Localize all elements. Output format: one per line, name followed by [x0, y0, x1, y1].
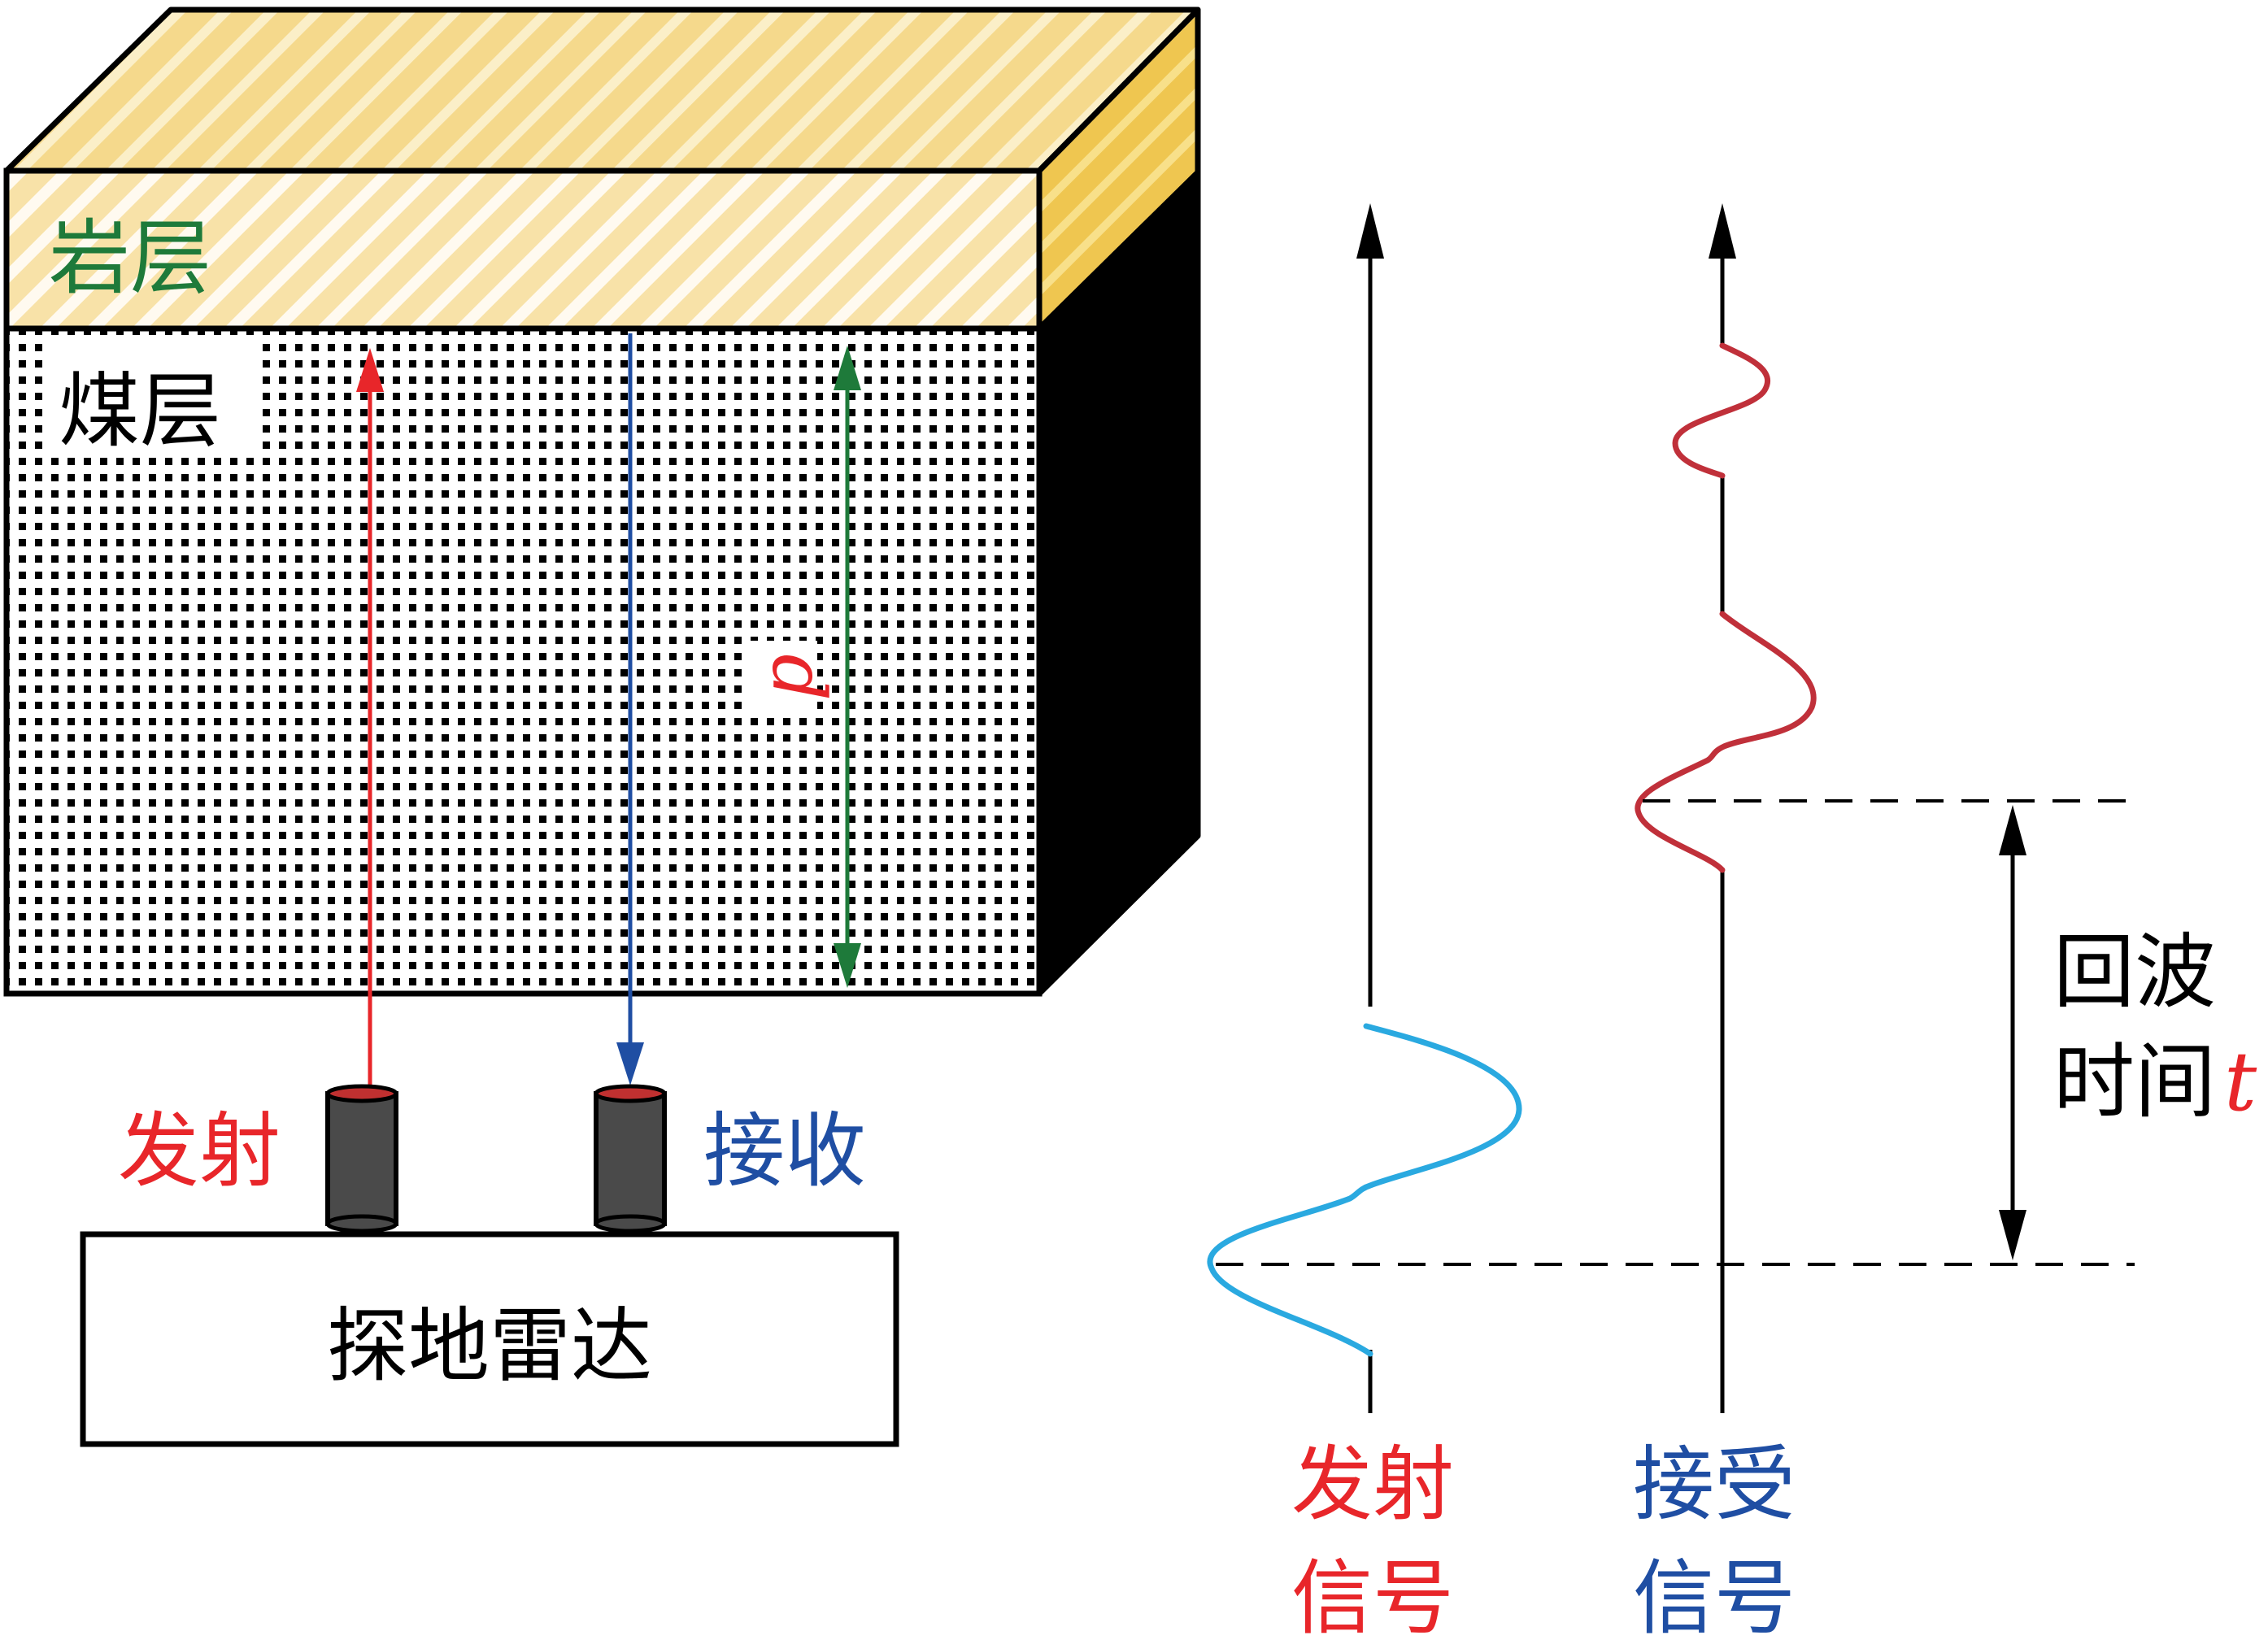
- transmit-signal-trace: [1207, 203, 1522, 1413]
- transmit-signal-label-line1: 发射: [1291, 1437, 1454, 1532]
- distance-label: d: [756, 654, 842, 701]
- transmit-signal-label-line2: 信号: [1291, 1551, 1454, 1640]
- gpr-label: 探地雷达: [327, 1299, 652, 1394]
- transmit-antenna: [325, 1084, 398, 1233]
- coal-label-bg: [42, 340, 255, 454]
- layer-block: 岩层 煤层: [3, 7, 1201, 997]
- time-symbol: t: [2224, 1034, 2257, 1129]
- receive-signal-label-line2: 信号: [1633, 1551, 1796, 1640]
- transmit-ray: [356, 348, 384, 1094]
- transmit-label: 发射: [118, 1103, 281, 1198]
- coal-layer-label: 煤层: [59, 363, 221, 459]
- transmit-waveform: [1207, 1023, 1522, 1357]
- receive-waveform-echo: [1672, 342, 1771, 479]
- receive-label: 接收: [703, 1103, 866, 1198]
- rock-top-face: [3, 7, 1201, 174]
- receive-signal-trace: [1635, 203, 1817, 1413]
- receive-waveform-reflection: [1635, 611, 1817, 873]
- echo-time-word: 时间: [2053, 1034, 2216, 1129]
- receive-antenna: [594, 1084, 667, 1233]
- receive-signal-label-line1: 接受: [1633, 1437, 1796, 1532]
- rock-layer-label: 岩层: [49, 211, 211, 306]
- echo-time-arrow: [1999, 805, 2026, 1260]
- receive-ray: [616, 333, 644, 1085]
- distance-arrow: [744, 346, 861, 988]
- gpr-box: [80, 1231, 899, 1447]
- rock-layer-front: [3, 167, 1043, 332]
- echo-time-label-line1: 回波: [2053, 924, 2216, 1020]
